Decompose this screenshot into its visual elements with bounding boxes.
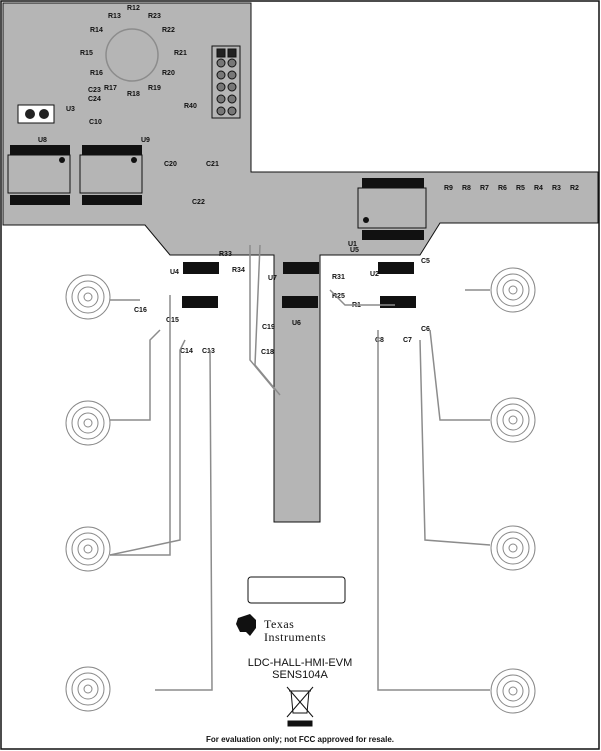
coil-right-3 <box>490 525 536 571</box>
label-U6: U6 <box>292 320 301 327</box>
label-C8: C8 <box>375 337 384 344</box>
label-C6: C6 <box>421 326 430 333</box>
label-C13: C13 <box>202 348 215 355</box>
label-C22: C22 <box>192 199 205 206</box>
label-R13: R13 <box>108 13 121 20</box>
label-U9: U9 <box>141 137 150 144</box>
label-R15: R15 <box>80 50 93 57</box>
label-R12: R12 <box>127 5 140 12</box>
coil-right-4 <box>490 668 536 714</box>
ic-u4: U4 <box>170 262 219 308</box>
label-R3: R3 <box>552 185 561 192</box>
tactile-switch <box>17 104 55 124</box>
coil-left-1 <box>65 274 111 320</box>
label-R8: R8 <box>462 185 471 192</box>
label-R21: R21 <box>174 50 187 57</box>
label-U2: U2 <box>370 271 379 278</box>
label-C21: C21 <box>206 161 219 168</box>
coil-left-4 <box>65 666 111 712</box>
ic-u8 <box>7 145 71 205</box>
label-R9: R9 <box>444 185 453 192</box>
ring-labels: R12 R13 R23 R22 R21 R20 R19 R18 R17 R16 … <box>80 5 187 98</box>
label-C15: C15 <box>166 317 179 324</box>
header-connector <box>211 45 241 119</box>
label-C14: C14 <box>180 348 193 355</box>
label-R25: R25 <box>332 293 345 300</box>
label-C18: C18 <box>261 349 274 356</box>
label-R6: R6 <box>498 185 507 192</box>
coil-left-2 <box>65 400 111 446</box>
label-C20: C20 <box>164 161 177 168</box>
ic-u9 <box>79 145 143 205</box>
label-R14: R14 <box>90 27 103 34</box>
label-R22: R22 <box>162 27 175 34</box>
coil-left-3 <box>65 526 111 572</box>
label-C5: C5 <box>421 258 430 265</box>
label-R31: R31 <box>332 274 345 281</box>
ti-logo-icon <box>236 614 256 636</box>
label-U7: U7 <box>268 275 277 282</box>
label-R34: R34 <box>232 267 245 274</box>
label-area-box <box>247 576 346 604</box>
ti-logo-text-line1: Texas <box>264 617 294 631</box>
label-R40: R40 <box>184 103 197 110</box>
ic-u1: U1 <box>348 178 427 248</box>
label-C7: C7 <box>403 337 412 344</box>
label-U5: U5 <box>350 247 359 254</box>
label-U3: U3 <box>66 106 75 113</box>
traces <box>109 244 491 691</box>
label-C24: C24 <box>88 96 101 103</box>
label-R33: R33 <box>219 251 232 258</box>
top-left-labels: R40 C23 C24 U3 C10 U8 U9 C20 C21 C22 <box>38 87 219 206</box>
label-R16: R16 <box>90 70 103 77</box>
ti-logo-text-line2: Instruments <box>264 630 326 644</box>
label-R2: R2 <box>570 185 579 192</box>
label-R17: R17 <box>104 85 117 92</box>
label-R23: R23 <box>148 13 161 20</box>
board-name: LDC-HALL-HMI-EVM <box>248 657 353 669</box>
label-R4: R4 <box>534 185 543 192</box>
board-part-number: SENS104A <box>272 669 328 681</box>
label-C16: C16 <box>134 307 147 314</box>
label-U4: U4 <box>170 269 179 276</box>
ic-u2: U2 <box>370 262 416 308</box>
weee-recycle-icon <box>286 686 314 727</box>
label-R19: R19 <box>148 85 161 92</box>
ic-u7: U7 <box>268 262 319 308</box>
label-R5: R5 <box>516 185 525 192</box>
disclaimer-text: For evaluation only; not FCC approved fo… <box>206 735 394 744</box>
right-resistors: R9 R8 R7 R6 R5 R4 R3 R2 <box>444 185 579 192</box>
label-C10: C10 <box>89 119 102 126</box>
label-C19: C19 <box>262 324 275 331</box>
label-U1: U1 <box>348 241 357 248</box>
label-R20: R20 <box>162 70 175 77</box>
label-R7: R7 <box>480 185 489 192</box>
label-C23: C23 <box>88 87 101 94</box>
label-R18: R18 <box>127 91 140 98</box>
resistor-ring <box>105 28 159 82</box>
coil-right-2 <box>490 397 536 443</box>
label-U8: U8 <box>38 137 47 144</box>
coil-right-1 <box>490 267 536 313</box>
